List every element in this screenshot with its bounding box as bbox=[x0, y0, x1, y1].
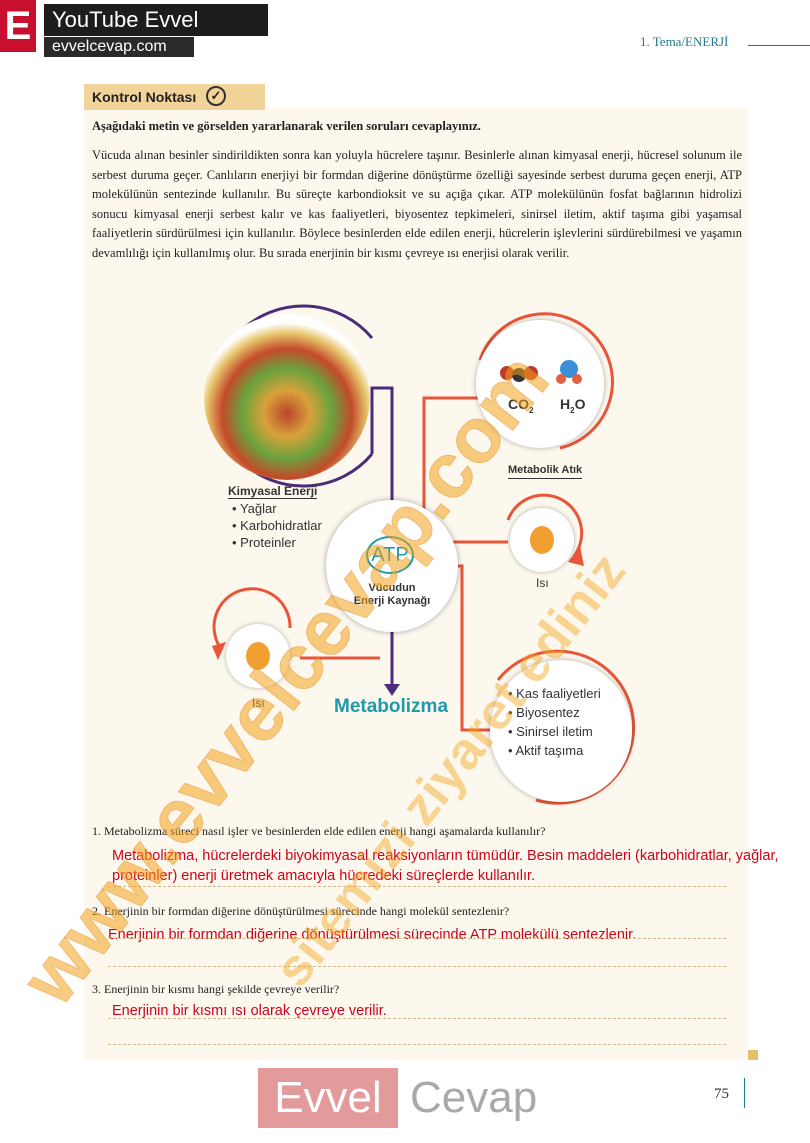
co2-molecule-icon bbox=[524, 366, 538, 380]
h2o-molecule-icon bbox=[560, 360, 578, 378]
answer-line bbox=[108, 938, 726, 939]
list-item: • Karbohidratlar bbox=[232, 518, 322, 533]
isi-left-label: Isı bbox=[252, 696, 265, 710]
co2-molecule-icon bbox=[500, 366, 514, 380]
list-item: • Biyosentez bbox=[508, 705, 580, 720]
answer-line bbox=[108, 1018, 726, 1019]
activities-arc bbox=[496, 649, 636, 805]
list-item: • Sinirsel iletim bbox=[508, 724, 593, 739]
list-item: • Aktif taşıma bbox=[508, 743, 584, 758]
answer-line bbox=[108, 886, 726, 887]
activities-list: • Kas faaliyetleri • Biyosentez • Sinirs… bbox=[508, 684, 601, 760]
heat-right-arc bbox=[506, 493, 584, 557]
heat-right-circle bbox=[510, 508, 574, 572]
question-3: 3. Enerjinin bir kısmı hangi şekilde çev… bbox=[92, 982, 340, 996]
footer-logo-evvel: Evvel bbox=[258, 1068, 398, 1128]
h2o-label: H2O bbox=[560, 396, 586, 415]
flame-icon bbox=[246, 642, 270, 670]
check-icon: ✓ bbox=[206, 86, 226, 106]
answer-3[interactable]: Enerjinin bir kısmı ısı olarak çevreye v… bbox=[112, 1003, 387, 1019]
h2o-molecule-icon bbox=[556, 374, 566, 384]
food-basket-image bbox=[204, 314, 370, 480]
heat-left-circle bbox=[226, 624, 290, 688]
site-url: evvelcevap.com bbox=[44, 37, 194, 57]
waste-arc bbox=[478, 312, 614, 450]
h2o-molecule-icon bbox=[572, 374, 582, 384]
heat-left-arrow-head bbox=[212, 642, 226, 660]
co2-label: CO2 bbox=[508, 396, 534, 415]
metabolic-waste-circle: CO2 H2O bbox=[476, 320, 604, 448]
answer-1[interactable]: Metabolizma, hücrelerdeki biyokimyasal r… bbox=[112, 848, 779, 884]
isi-right-label: Isı bbox=[536, 576, 549, 590]
reading-paragraph: Vücuda alınan besinler sindirildikten so… bbox=[92, 148, 742, 260]
kimyasal-list: • Yağlar • Karbohidratlar • Proteinler bbox=[232, 500, 322, 551]
atp-sub1: Vücudun bbox=[368, 582, 416, 594]
panel-corner-mark bbox=[748, 1050, 758, 1060]
metabolizma-arrow-head bbox=[384, 684, 400, 696]
kimyasal-enerji-label: Kimyasal Enerji bbox=[228, 484, 318, 499]
footer-logo-cevap: Cevap bbox=[410, 1073, 538, 1122]
list-item: • Kas faaliyetleri bbox=[508, 686, 601, 701]
section-title: Kontrol Noktası bbox=[92, 89, 197, 105]
question-2: 2. Enerjinin bir formdan diğerine dönüşt… bbox=[92, 904, 510, 918]
answer-line bbox=[108, 966, 726, 967]
page-number: 75 bbox=[714, 1086, 729, 1102]
page-number-divider bbox=[744, 1078, 745, 1108]
heat-left-arc bbox=[212, 587, 292, 651]
food-to-atp-line bbox=[370, 386, 394, 522]
metabolik-atik-label: Metabolik Atık bbox=[508, 464, 583, 479]
instruction-text: Aşağıdaki metin ve görselden yararlanara… bbox=[92, 119, 481, 133]
answer-2[interactable]: Enerjinin bir formdan diğerine dönüştürü… bbox=[108, 927, 637, 943]
metabolizma-label: Metabolizma bbox=[334, 696, 449, 717]
activities-circle: • Kas faaliyetleri • Biyosentez • Sinirs… bbox=[490, 660, 632, 802]
section-tab: Kontrol Noktası ✓ bbox=[84, 84, 265, 110]
brand-logo: E bbox=[0, 0, 36, 52]
flame-icon bbox=[530, 526, 554, 554]
tema-divider bbox=[748, 45, 810, 46]
atp-label: ATP bbox=[366, 536, 414, 574]
question-1: 1. Metabolizma süreci nasıl işler ve bes… bbox=[92, 824, 546, 838]
heat-right-arrow-head bbox=[568, 546, 584, 566]
atp-to-waste-line bbox=[422, 396, 478, 520]
atp-circle: ATP Vücudun Enerji Kaynağı bbox=[326, 500, 458, 632]
atp-sub2: Enerji Kaynağı bbox=[353, 595, 431, 607]
list-item: • Yağlar bbox=[232, 501, 277, 516]
list-item: • Proteinler bbox=[232, 535, 296, 550]
tema-heading: 1. Tema/ENERJİ bbox=[640, 34, 729, 49]
co2-molecule-icon bbox=[512, 368, 526, 382]
answer-line bbox=[108, 1044, 726, 1045]
